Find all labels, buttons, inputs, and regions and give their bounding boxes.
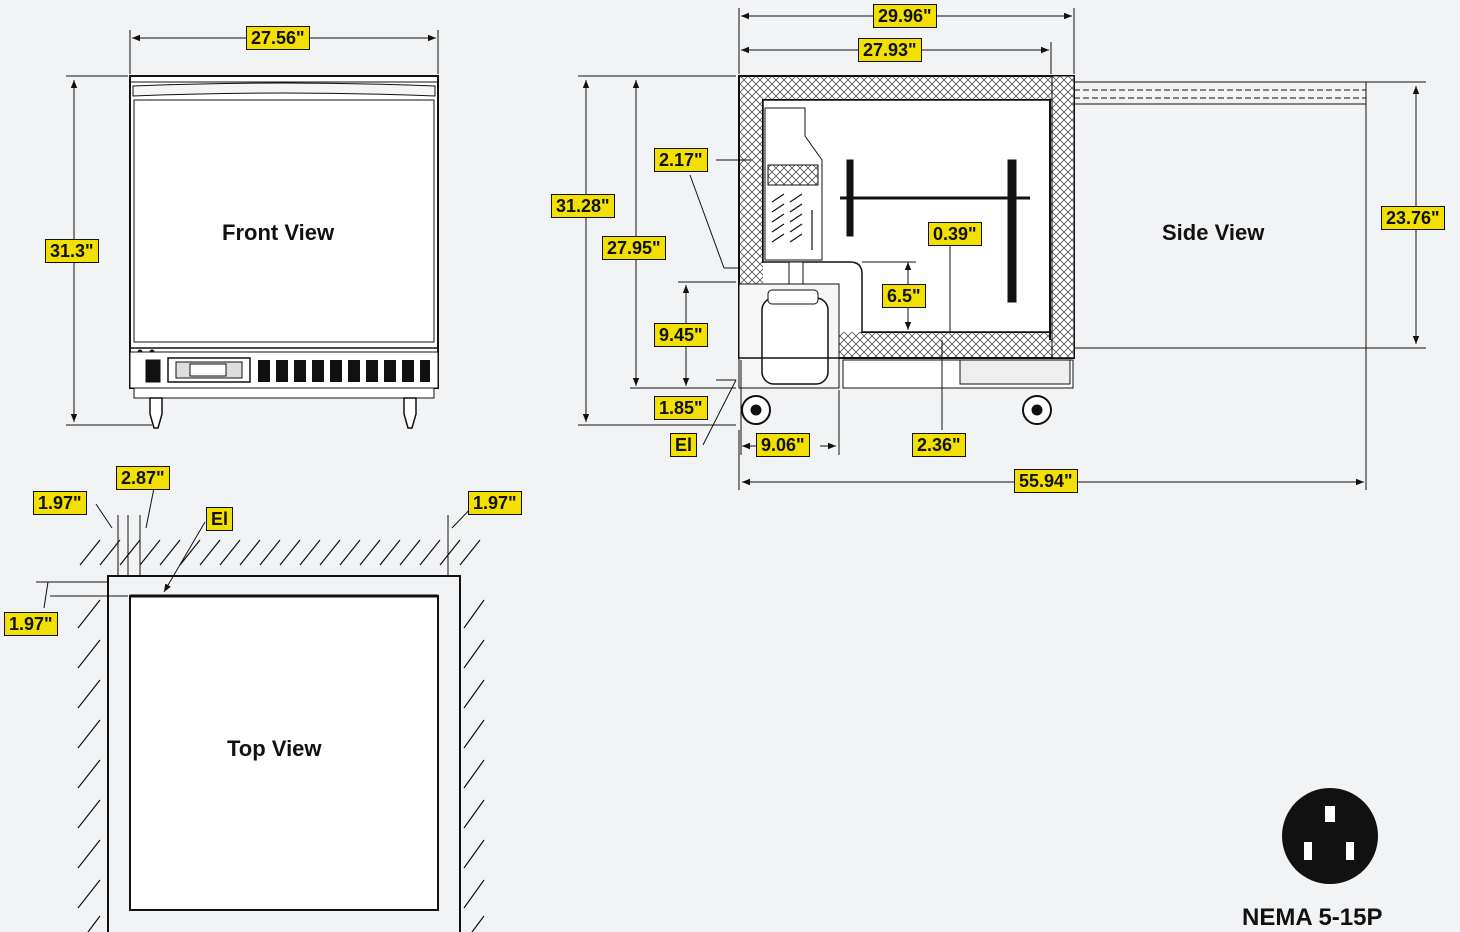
top-view-title: Top View bbox=[227, 736, 322, 761]
dim-wall-thickness: 2.17" bbox=[654, 148, 708, 172]
dim-door-open-depth: 55.94" bbox=[1014, 469, 1078, 493]
dim-compartment-height: 9.45" bbox=[654, 323, 708, 347]
dim-side-depth-overall: 29.96" bbox=[873, 4, 937, 28]
dim-side-depth-cabinet: 27.93" bbox=[858, 38, 922, 62]
side-view-title: Side View bbox=[1162, 220, 1265, 245]
dim-liner-gap: 0.39" bbox=[928, 222, 982, 246]
label-el-side: El bbox=[670, 433, 698, 457]
front-view-drawing bbox=[66, 30, 439, 429]
top-view-drawing bbox=[36, 487, 485, 932]
dim-shelf-gap: 6.5" bbox=[882, 284, 926, 308]
nema-5-15p-plug-icon bbox=[1282, 788, 1378, 884]
dim-side-height-overall: 31.28" bbox=[551, 194, 615, 218]
dim-side-height-cabinet: 27.95" bbox=[602, 236, 666, 260]
dim-front-height: 31.3" bbox=[45, 239, 99, 263]
dim-top-clear-right: 1.97" bbox=[468, 491, 522, 515]
side-view-drawing bbox=[578, 8, 1426, 490]
dim-base-height: 1.85" bbox=[654, 396, 708, 420]
label-el-top: El bbox=[206, 507, 234, 531]
front-view-title: Front View bbox=[222, 220, 335, 245]
dim-top-clear-left: 1.97" bbox=[33, 491, 87, 515]
dim-front-width: 27.56" bbox=[246, 26, 310, 50]
plug-caption: NEMA 5-15P bbox=[1242, 904, 1383, 931]
dim-compartment-depth: 9.06" bbox=[756, 433, 810, 457]
dim-top-clear-back: 1.97" bbox=[4, 612, 58, 636]
dim-rear-offset: 2.36" bbox=[912, 433, 966, 457]
dim-top-clear-door: 2.87" bbox=[116, 466, 170, 490]
dim-side-door-height: 23.76" bbox=[1381, 206, 1445, 230]
